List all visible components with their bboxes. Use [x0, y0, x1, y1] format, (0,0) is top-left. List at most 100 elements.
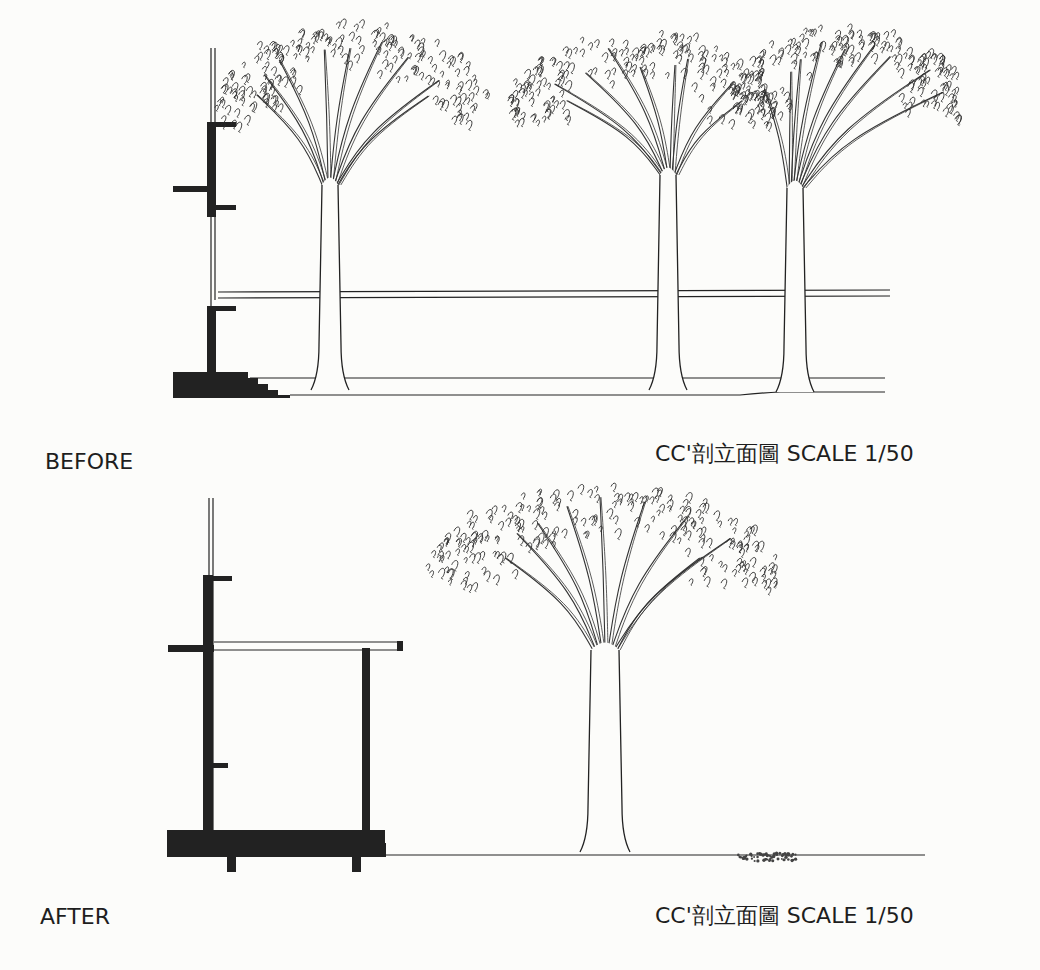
leaf-scribble [842, 35, 848, 46]
leaf-scribble [467, 521, 471, 527]
leaf-scribble [588, 43, 592, 50]
leaf-scribble [506, 518, 511, 527]
leaf-scribble [645, 496, 648, 502]
leaf-scribble [618, 499, 622, 505]
branch-line [676, 101, 742, 175]
branch-line [325, 50, 331, 185]
leaf-scribble [245, 74, 250, 83]
leaf-scribble [747, 86, 751, 92]
leaf-scribble [551, 96, 554, 102]
leaf-scribble [729, 120, 735, 130]
leaf-scribble [444, 538, 448, 544]
shrub-dot [756, 852, 759, 855]
leaf-scribble [733, 103, 739, 113]
tree-drawings [215, 19, 962, 863]
leaf-scribble [714, 46, 717, 52]
leaf-scribble [526, 543, 532, 553]
branch-line [799, 56, 890, 188]
leaf-scribble [537, 65, 543, 76]
branch-line [670, 65, 675, 175]
leaf-scribble [225, 105, 231, 115]
leaf-scribble [680, 506, 684, 514]
leaf-scribble [750, 526, 754, 533]
leaf-scribble [834, 59, 838, 66]
branch-line [586, 73, 667, 175]
leaf-scribble [516, 503, 522, 513]
leaf-scribble [761, 50, 766, 58]
leaf-scribble [486, 509, 492, 520]
leaf-scribble [770, 55, 776, 66]
leaf-scribble [356, 36, 361, 44]
leaf-scribble [384, 40, 387, 46]
leaf-scribble [252, 91, 256, 98]
leaf-scribble [850, 32, 854, 40]
shrub-dot [756, 859, 759, 862]
leaf-scribble [688, 54, 693, 62]
leaf-scribble [698, 51, 703, 59]
leaf-scribble [685, 548, 690, 557]
leaf-scribble [382, 60, 388, 70]
leaf-scribble [753, 93, 757, 100]
leaf-scribble [760, 568, 765, 577]
leaf-scribble [297, 45, 300, 51]
leaf-scribble [432, 551, 436, 558]
leaf-scribble [462, 544, 466, 551]
branch-line [336, 80, 439, 185]
leaf-scribble [766, 122, 771, 131]
leaf-scribble [532, 521, 537, 530]
leaf-scribble [268, 79, 274, 89]
leaf-scribble [641, 502, 644, 508]
leaf-scribble [776, 57, 781, 65]
leaf-scribble [696, 510, 701, 519]
leaf-scribble [450, 95, 456, 105]
leaf-scribble [859, 42, 863, 50]
leaf-scribble [447, 61, 451, 67]
leaf-scribble [514, 79, 518, 85]
leaf-scribble [909, 55, 915, 65]
leaf-scribble [762, 566, 766, 573]
foliage [729, 24, 962, 126]
leaf-scribble [465, 571, 469, 578]
leaf-scribble [589, 516, 595, 526]
leaf-scribble [498, 521, 503, 530]
shrub-dot [737, 854, 740, 857]
leaf-scribble [736, 564, 741, 572]
leaf-scribble [446, 80, 449, 86]
tree [508, 30, 777, 390]
shrub-dot [791, 853, 794, 856]
trunk-outline [311, 185, 322, 390]
leaf-scribble [632, 65, 636, 72]
leaf-scribble [588, 69, 592, 76]
leaf-scribble [384, 51, 388, 58]
trunk-fill [580, 643, 630, 853]
leaf-scribble [500, 552, 506, 563]
leaf-scribble [738, 108, 742, 115]
trunk-fill [776, 181, 814, 393]
leaf-scribble [493, 551, 496, 557]
leaf-scribble [932, 101, 937, 109]
leaf-scribble [706, 538, 712, 548]
leaf-scribble [495, 536, 498, 542]
leaf-scribble [732, 569, 736, 576]
leaf-scribble [769, 563, 774, 572]
leaf-scribble [438, 568, 444, 579]
leaf-scribble [707, 116, 712, 124]
branch-line [641, 67, 671, 175]
leaf-scribble [687, 36, 691, 43]
leaf-scribble [741, 84, 744, 90]
leaf-scribble [667, 500, 673, 510]
leaf-scribble [473, 75, 476, 81]
leaf-scribble [528, 82, 532, 88]
leaf-scribble [613, 501, 617, 507]
leaf-scribble [759, 59, 764, 68]
leaf-scribble [311, 36, 315, 44]
leaf-scribble [681, 68, 687, 79]
trunk-outline [776, 188, 787, 392]
tree-branches [555, 48, 744, 175]
leaf-scribble [800, 34, 804, 42]
leaf-scribble [943, 108, 948, 117]
leaf-scribble [906, 109, 911, 117]
leaf-scribble [650, 497, 654, 504]
leaf-scribble [297, 46, 302, 55]
